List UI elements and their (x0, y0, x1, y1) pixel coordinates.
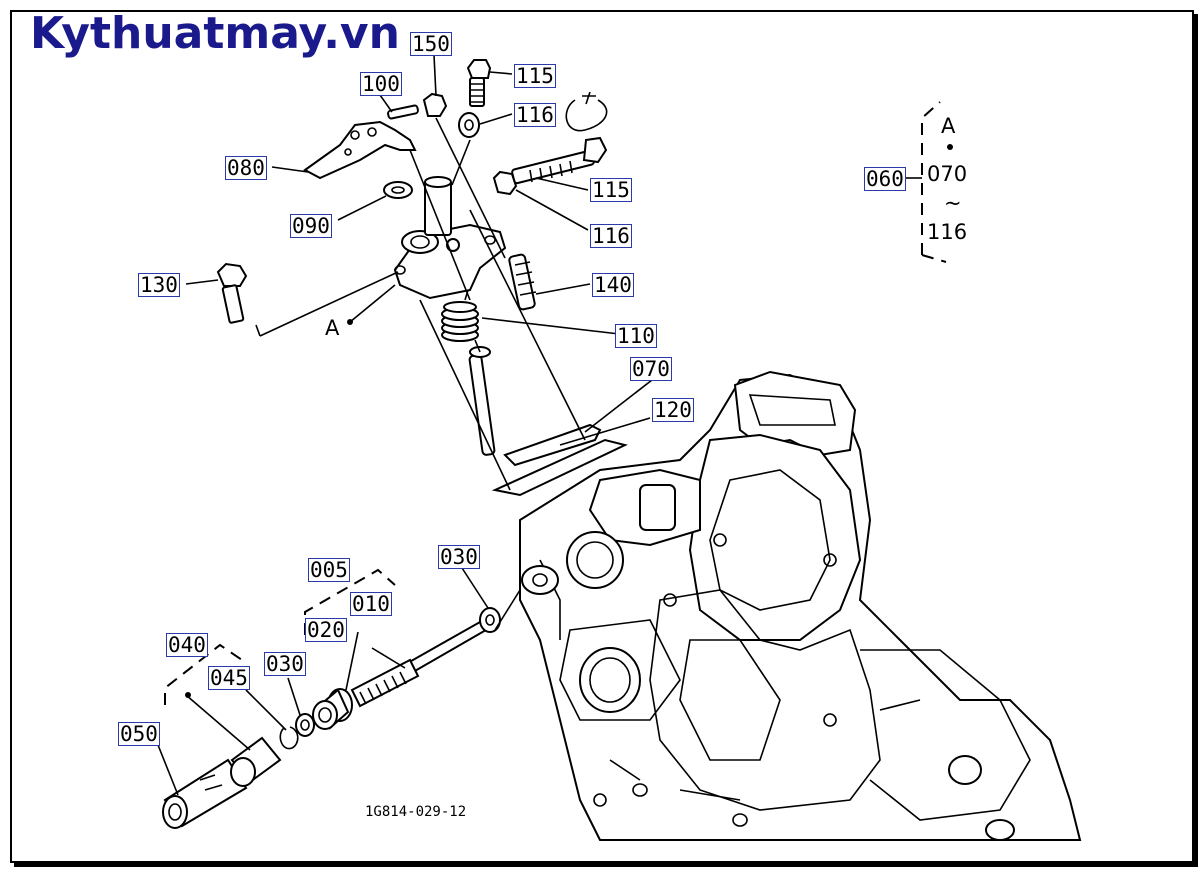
callout-060: 060 (864, 167, 906, 191)
ref-dot-legend (947, 144, 953, 150)
bolt-115-side (511, 136, 608, 185)
callout-030-lower: 030 (264, 652, 306, 676)
callout-090: 090 (290, 214, 332, 238)
nut-116-side (492, 170, 518, 196)
leader-lines (157, 54, 653, 796)
callout-116-top: 116 (514, 103, 556, 127)
callout-140: 140 (592, 273, 634, 297)
bolt-115-top (466, 59, 492, 107)
legend-to: 116 (927, 220, 968, 244)
ref-dot-a (347, 319, 353, 325)
wire-seal (565, 91, 608, 132)
callout-030-upper: 030 (438, 545, 480, 569)
callout-130: 130 (138, 273, 180, 297)
callout-005: 005 (308, 558, 350, 582)
callout-100: 100 (360, 72, 402, 96)
washer-116-top (458, 112, 480, 138)
callout-040: 040 (166, 633, 208, 657)
bracket-060 (921, 101, 947, 263)
bolt-130 (216, 262, 248, 324)
pin-100 (387, 104, 419, 120)
washer-030-lower (295, 713, 315, 737)
sleeve-050 (162, 736, 282, 829)
legend-marker-a: A (941, 114, 956, 138)
ref-label-a: A (325, 316, 340, 340)
legend-tilde: ~ (944, 191, 962, 215)
lever-bracket (393, 176, 507, 300)
spring-110 (441, 289, 481, 353)
callout-050: 050 (118, 722, 160, 746)
callout-080: 080 (225, 156, 267, 180)
legend-from: 070 (927, 162, 968, 186)
ref-dot-040 (185, 692, 191, 698)
washer-030-upper (479, 607, 501, 633)
engine-housing (519, 370, 1082, 841)
ring-045 (279, 726, 299, 750)
drawing-code: 1G814-029-12 (365, 804, 467, 820)
lever-080 (303, 120, 417, 180)
bracket-040 (164, 643, 243, 705)
gasket-070 (491, 438, 628, 497)
stud-140 (508, 253, 537, 311)
callout-150: 150 (410, 32, 452, 56)
callout-115-top: 115 (514, 64, 556, 88)
collar-020 (312, 688, 353, 730)
governor-lever-120 (468, 346, 602, 467)
callout-110: 110 (615, 324, 657, 348)
callout-115-side: 115 (590, 178, 632, 202)
washer-090 (383, 181, 413, 199)
callout-070: 070 (630, 357, 672, 381)
callout-020: 020 (305, 618, 347, 642)
callout-010: 010 (350, 592, 392, 616)
callout-116-side: 116 (590, 224, 632, 248)
callout-045: 045 (208, 666, 250, 690)
shaft-010 (350, 620, 488, 708)
callout-120: 120 (652, 398, 694, 422)
nut-150 (422, 92, 448, 117)
watermark-logo: Kythuatmay.vn (30, 8, 400, 59)
